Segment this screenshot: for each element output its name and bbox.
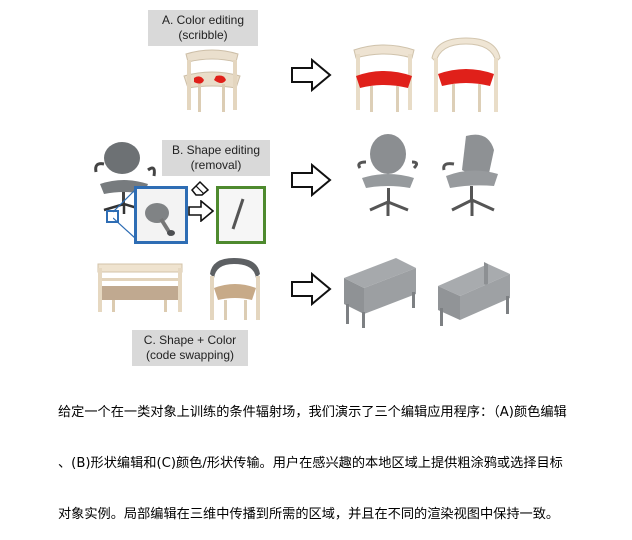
row-a-input-chair <box>183 49 241 112</box>
row-c-label-line1: C. Shape + Color <box>143 333 237 347</box>
row-b-small-arrow-icon <box>188 200 214 222</box>
row-c-result-sofa-1 <box>344 258 416 328</box>
row-b-zoom-after-leg <box>231 198 245 230</box>
row-b-zoom-before <box>134 186 188 244</box>
row-b-arrow-icon <box>291 163 332 197</box>
row-b-zoom-connector <box>113 189 136 239</box>
eraser-icon <box>190 180 210 196</box>
row-c-input-sofa <box>97 263 183 312</box>
figure-caption: 给定一个在一类对象上训练的条件辐射场，我们演示了三个编辑应用程序：（A)颜色编辑… <box>58 370 618 540</box>
row-c-arrow-icon <box>291 272 332 306</box>
row-a-arrow-icon <box>291 58 332 92</box>
figure: A. Color editing (scribble) B. Shape <box>94 10 510 366</box>
row-a-label-line1: A. Color editing <box>161 13 245 27</box>
caption-line-2: 、(B)形状编辑和(C)颜色/形状传输。用户在感兴趣的本地区域上提供粗涂鸦或选择… <box>58 456 563 471</box>
row-b-label: B. Shape editing (removal) <box>162 140 270 176</box>
row-b-label-line1: B. Shape editing <box>171 143 261 157</box>
row-c-result-sofa-2 <box>438 262 510 326</box>
row-a-result-chair-1 <box>353 44 415 112</box>
row-b-label-line2: (removal) <box>190 158 242 172</box>
row-a-label-line2: (scribble) <box>178 28 228 42</box>
row-a-result-chair-2 <box>431 37 501 112</box>
row-c-input-chair <box>210 258 260 320</box>
caption-line-3: 对象实例。局部编辑在三维中传播到所需的区域，并且在不同的渲染视图中保持一致。 <box>58 507 560 522</box>
row-b-result-chair-1 <box>357 134 419 216</box>
row-a-label: A. Color editing (scribble) <box>148 10 258 46</box>
row-b-zoom-before-caster <box>145 203 175 237</box>
row-b-selection-marker <box>106 210 119 223</box>
row-b-zoom-after <box>216 186 266 244</box>
row-c-label-line2: (code swapping) <box>145 348 235 362</box>
caption-line-1: 给定一个在一类对象上训练的条件辐射场，我们演示了三个编辑应用程序：（A)颜色编辑 <box>58 405 567 420</box>
row-c-label: C. Shape + Color (code swapping) <box>132 330 248 366</box>
row-b-result-chair-2 <box>442 134 498 216</box>
